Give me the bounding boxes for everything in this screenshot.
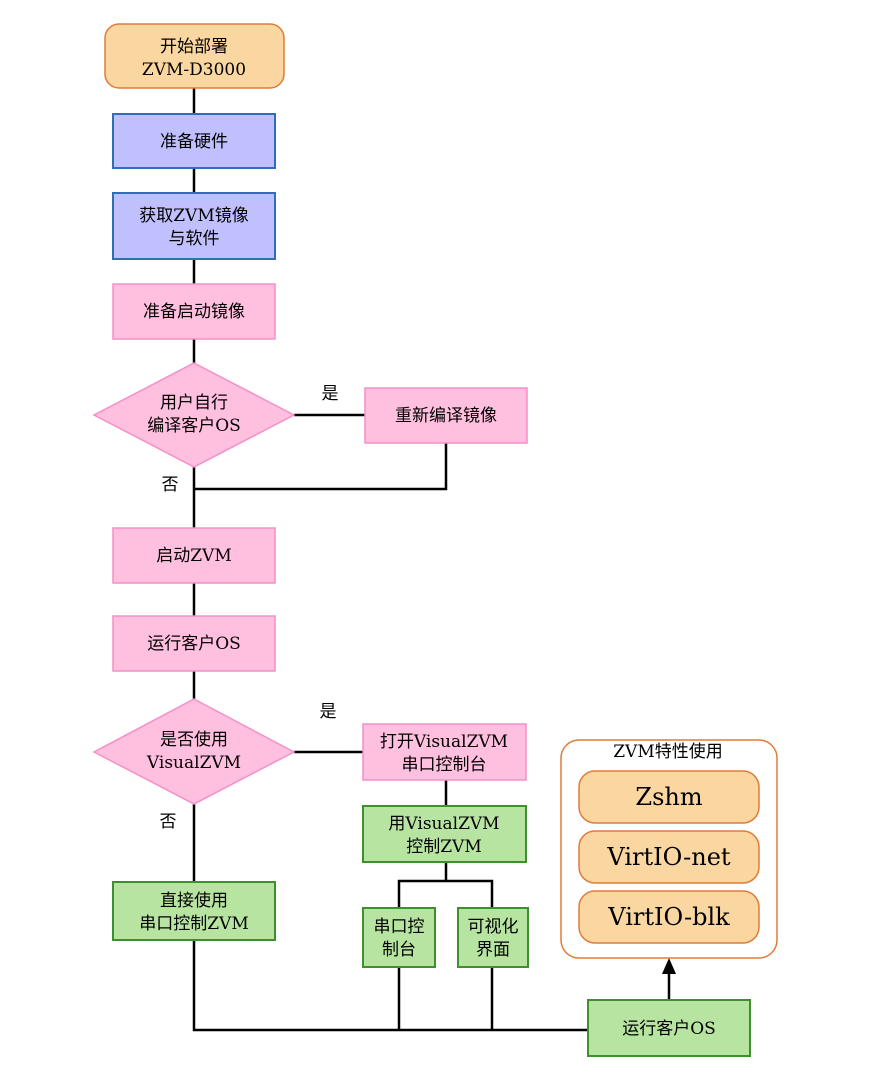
- node-run-guest-os-final-label: 运行客户OS: [622, 1019, 716, 1039]
- decision-compile-guest-os[interactable]: 用户自行 编译客户OS: [92, 362, 296, 468]
- decision-compile-line-1: 用户自行: [160, 393, 228, 413]
- edge-split-branches: [397, 879, 494, 908]
- node-start-zvm[interactable]: 启动ZVM: [112, 527, 276, 584]
- node-start-zvm-label: 启动ZVM: [156, 546, 232, 566]
- node-start[interactable]: 开始部署 ZVM-D3000: [104, 23, 285, 89]
- node-visual-ui-line-2: 界面: [476, 940, 510, 960]
- node-open-visualzvm-line-2: 串口控制台: [402, 755, 487, 775]
- edge-label-yes-visual: 是: [320, 702, 337, 722]
- node-serial-console-line-1: 串口控: [374, 917, 425, 937]
- decision-visual-line-2: VisualZVM: [146, 753, 241, 773]
- connectors: [192, 88, 671, 1032]
- edge-direct-serial-to-final: [192, 940, 588, 1032]
- arrowhead-up: [662, 958, 676, 974]
- node-use-visualzvm-line-2: 控制ZVM: [406, 837, 482, 857]
- feature-item-virtio-net-label: VirtIO-net: [606, 843, 731, 871]
- edge-rebuild-return: [194, 443, 448, 491]
- node-run-guest-os[interactable]: 运行客户OS: [112, 615, 276, 672]
- edge-label-yes-compile: 是: [322, 384, 339, 404]
- node-run-guest-os-label: 运行客户OS: [147, 634, 241, 654]
- feature-item-virtio-blk[interactable]: VirtIO-blk: [578, 890, 760, 944]
- features-title: ZVM特性使用: [613, 741, 723, 762]
- feature-item-zshm-label: Zshm: [635, 783, 702, 811]
- node-get-image-line-2: 与软件: [169, 229, 220, 249]
- node-use-visualzvm-line-1: 用VisualZVM: [388, 814, 499, 834]
- decision-compile-line-2: 编译客户OS: [147, 416, 241, 436]
- node-serial-console[interactable]: 串口控 制台: [362, 907, 436, 968]
- node-visual-ui-line-1: 可视化: [468, 917, 519, 937]
- node-start-line-1: 开始部署: [160, 37, 228, 57]
- edge-label-no-visual: 否: [160, 812, 177, 832]
- node-prepare-boot-image[interactable]: 准备启动镜像: [112, 283, 276, 340]
- node-open-visualzvm-line-1: 打开VisualZVM: [380, 732, 508, 752]
- node-rebuild-image[interactable]: 重新编译镜像: [364, 387, 528, 444]
- node-run-guest-os-final[interactable]: 运行客户OS: [587, 999, 751, 1057]
- node-serial-console-line-2: 制台: [382, 940, 416, 960]
- node-direct-serial-line-2: 串口控制ZVM: [139, 914, 249, 934]
- node-get-image-line-1: 获取ZVM镜像: [139, 206, 249, 226]
- feature-item-virtio-blk-label: VirtIO-blk: [607, 903, 730, 931]
- node-open-visualzvm[interactable]: 打开VisualZVM 串口控制台: [362, 723, 527, 781]
- feature-item-virtio-net[interactable]: VirtIO-net: [578, 830, 760, 884]
- node-prepare-hardware[interactable]: 准备硬件: [112, 113, 276, 169]
- node-visual-ui[interactable]: 可视化 界面: [457, 907, 529, 968]
- node-direct-serial-line-1: 直接使用: [160, 890, 228, 911]
- node-prepare-hardware-label: 准备硬件: [160, 132, 228, 152]
- node-start-line-2: ZVM-D3000: [142, 60, 246, 80]
- node-use-visualzvm[interactable]: 用VisualZVM 控制ZVM: [362, 805, 527, 863]
- node-direct-serial[interactable]: 直接使用 串口控制ZVM: [112, 881, 276, 941]
- node-prepare-boot-image-label: 准备启动镜像: [143, 302, 245, 322]
- node-get-image[interactable]: 获取ZVM镜像 与软件: [112, 192, 276, 260]
- decision-visual-line-1: 是否使用: [160, 729, 228, 750]
- decision-use-visualzvm[interactable]: 是否使用 VisualZVM: [92, 698, 296, 805]
- node-rebuild-image-label: 重新编译镜像: [395, 406, 497, 426]
- edge-label-no-compile: 否: [162, 475, 179, 495]
- feature-item-zshm[interactable]: Zshm: [578, 770, 760, 824]
